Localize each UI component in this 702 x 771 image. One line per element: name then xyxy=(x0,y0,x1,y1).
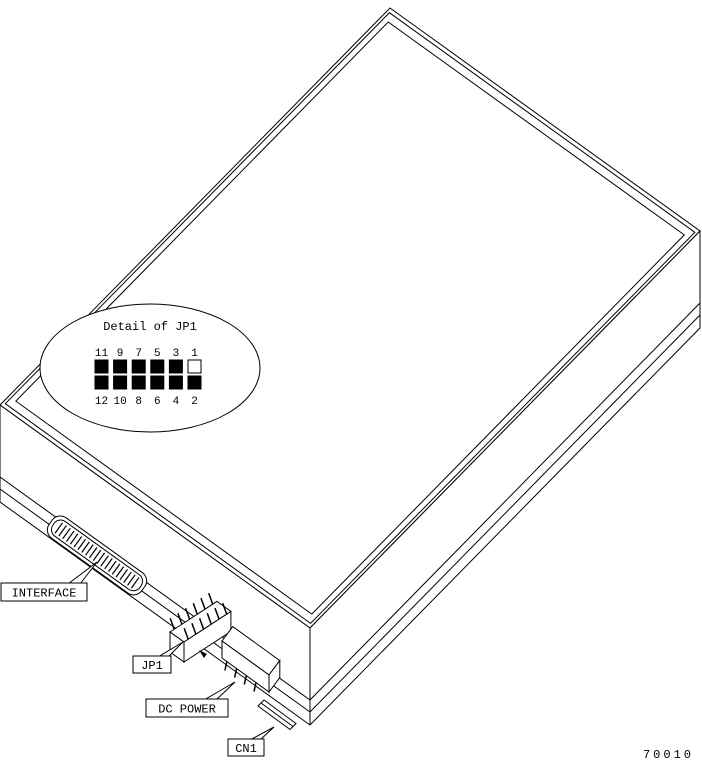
pin-number-bottom-4: 4 xyxy=(173,396,180,408)
pin-square-bottom-1 xyxy=(113,375,128,390)
cn1-divider-line xyxy=(260,702,294,727)
chassis xyxy=(0,7,701,726)
interface-label-box xyxy=(0,582,88,602)
dc-power-end-face xyxy=(268,659,281,694)
pin-square-top-4 xyxy=(168,359,183,374)
pin-number-bottom-1: 10 xyxy=(113,396,126,408)
pin-number-bottom-2: 8 xyxy=(135,396,142,408)
pin-numbers-top-row: 11 9 7 5 3 1 xyxy=(95,348,198,360)
detail-ellipse xyxy=(39,303,261,433)
pin-square-bottom-4 xyxy=(168,375,183,390)
pin-number-top-3: 5 xyxy=(154,348,161,360)
cn1-label-tail xyxy=(249,726,275,741)
dc-power-label-box xyxy=(145,698,229,718)
pin-square-bottom-5 xyxy=(187,375,202,390)
pin-numbers-bottom-row: 12 10 8 6 4 2 xyxy=(95,396,198,408)
detail-title: Detail of JP1 xyxy=(103,320,197,334)
pin-square-bottom-2 xyxy=(131,375,146,390)
dc-power-connector xyxy=(221,625,281,694)
jp1-label-box xyxy=(132,655,172,674)
jp1-jumper-block xyxy=(169,592,232,663)
pin-square-top-5 xyxy=(187,359,202,374)
interface-connector-pins xyxy=(54,522,140,589)
interface-label-callout: INTERFACE xyxy=(0,561,98,602)
pin-number-bottom-0: 12 xyxy=(95,396,108,408)
jp1-label-text: JP1 xyxy=(141,659,163,673)
pin-grid-bottom-row xyxy=(94,375,202,390)
pin-number-bottom-3: 6 xyxy=(154,396,161,408)
jp1-pins-row-1 xyxy=(169,592,214,630)
pin-number-top-4: 3 xyxy=(173,348,180,360)
interface-label-text: INTERFACE xyxy=(12,587,77,601)
dc-power-label-tail xyxy=(202,681,236,701)
interface-connector xyxy=(46,515,148,596)
jp1-pins-row-2 xyxy=(183,602,228,640)
pin-grid-top-row xyxy=(94,359,202,374)
dc-power-label-callout: DC POWER xyxy=(145,681,236,718)
lid-inset-inner xyxy=(15,21,686,615)
pin-number-top-5: 1 xyxy=(191,348,198,360)
pin-square-bottom-0 xyxy=(94,375,109,390)
pin-number-top-2: 7 xyxy=(135,348,142,360)
interface-connector-inner-outline xyxy=(50,519,144,592)
dc-power-label-text: DC POWER xyxy=(158,703,216,717)
pin-square-top-3 xyxy=(150,359,165,374)
cn1-connector xyxy=(257,699,297,731)
lid-inset-outer xyxy=(4,12,696,625)
pin-number-bottom-5: 2 xyxy=(191,396,198,408)
pin-square-bottom-3 xyxy=(150,375,165,390)
cn1-label-box xyxy=(227,738,265,757)
cn1-label-text: CN1 xyxy=(235,742,257,756)
cn1-label-callout: CN1 xyxy=(227,726,275,757)
pin-square-top-1 xyxy=(113,359,128,374)
pin-number-top-1: 9 xyxy=(117,348,124,360)
figure-number: 70010 xyxy=(643,748,694,762)
pin-number-top-0: 11 xyxy=(95,348,109,360)
interface-label-tail xyxy=(66,561,98,585)
jp1-pointer-arrowhead xyxy=(199,650,207,658)
detail-callout: Detail of JP1 11 9 7 5 3 1 xyxy=(39,303,261,433)
jp1-label-callout: JP1 xyxy=(132,641,184,674)
pin-square-top-2 xyxy=(131,359,146,374)
pin-square-top-0 xyxy=(94,359,109,374)
dc-power-pins xyxy=(224,661,257,692)
